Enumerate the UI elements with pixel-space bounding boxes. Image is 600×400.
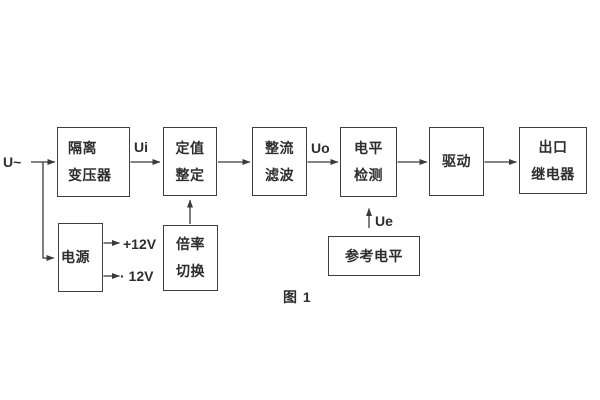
block-output-relay: 出口 继电器 (519, 127, 587, 194)
block-power-supply: 电源 (58, 223, 103, 292)
block-ratio-switch: 倍率 切换 (163, 225, 218, 291)
block-label-line: 定值 (175, 139, 205, 156)
block-label-line: 变压器 (68, 167, 112, 183)
figure-caption: 图 1 (283, 289, 312, 305)
block-label-line: 倍率 (176, 236, 205, 252)
block-label-line: 滤波 (265, 166, 294, 183)
block-label-line: 整定 (175, 166, 205, 183)
block-rectifier-filter: 整流 滤波 (252, 127, 307, 196)
block-level-detector: 电平 检测 (340, 127, 397, 197)
signal-label-ue: Ue (375, 213, 393, 229)
block-label-line: 出口 (538, 138, 568, 155)
block-label-line: 整流 (265, 139, 294, 156)
block-isolation-transformer: 隔离 变压器 (57, 127, 130, 197)
block-driver: 驱动 (429, 127, 484, 196)
signal-label-input-voltage: U~ (3, 154, 22, 170)
block-label-line: 隔离 (68, 140, 97, 156)
block-reference-level: 参考电平 (328, 236, 420, 276)
signal-label-ui: Ui (134, 139, 148, 155)
block-label-line: 切换 (176, 263, 205, 279)
signal-label-uo: Uo (311, 140, 330, 156)
block-label-line: 检测 (354, 167, 383, 183)
block-label-line: 驱动 (442, 153, 471, 169)
block-setpoint-adjust: 定值 整定 (163, 127, 217, 196)
signal-label-minus-12v-rail: · 12V (120, 268, 154, 284)
block-label-line: 参考电平 (345, 247, 403, 264)
block-label-line: 继电器 (531, 165, 575, 182)
signal-label-plus-12v-rail: +12V (123, 236, 157, 252)
block-label-line: 电平 (354, 140, 383, 156)
wire-input-branch-to-power (42, 162, 55, 261)
block-label-line: 电源 (61, 249, 90, 265)
